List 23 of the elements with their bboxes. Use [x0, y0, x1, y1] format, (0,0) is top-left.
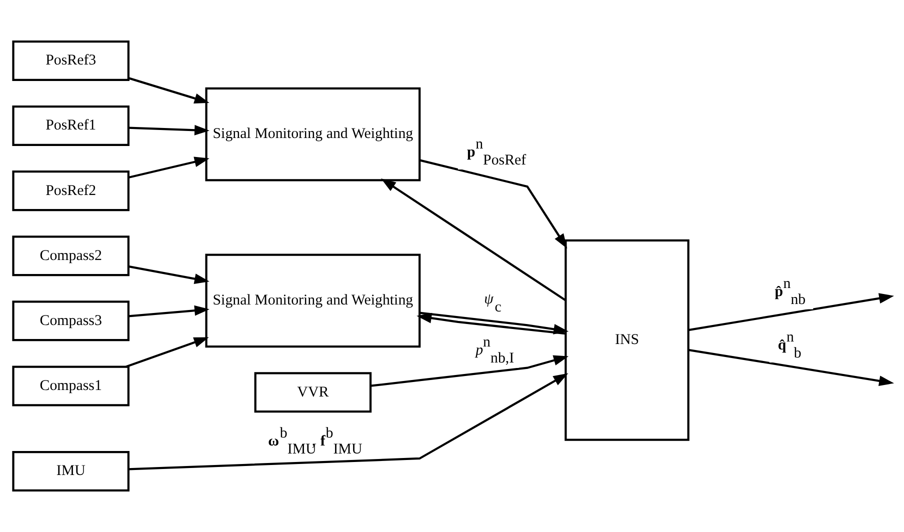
arrow: [128, 373, 568, 470]
node-box: IMU: [12, 451, 130, 492]
node-box: Signal Monitoring and Weighting: [204, 254, 420, 348]
node-box: PosRef2: [12, 170, 130, 212]
node-box: Signal Monitoring and Weighting: [204, 87, 420, 182]
node-box: Compass1: [12, 366, 130, 406]
arrow: [128, 305, 209, 318]
arrow: [370, 355, 568, 387]
arrow: [128, 265, 209, 284]
node-box: VVR: [254, 372, 372, 413]
arrow: [125, 337, 208, 368]
arrow: [128, 124, 210, 136]
arrow: [380, 178, 566, 302]
node-box: Compass3: [12, 300, 130, 342]
arrow: [688, 293, 894, 332]
arrow: [418, 159, 567, 249]
node-box: PosRef3: [12, 40, 130, 81]
arrow: [128, 156, 209, 179]
node-box: PosRef1: [12, 106, 130, 146]
arrow: [128, 77, 209, 104]
node-box: Compass2: [12, 236, 130, 276]
node-box: INS: [564, 239, 689, 441]
arrow: [688, 348, 894, 386]
